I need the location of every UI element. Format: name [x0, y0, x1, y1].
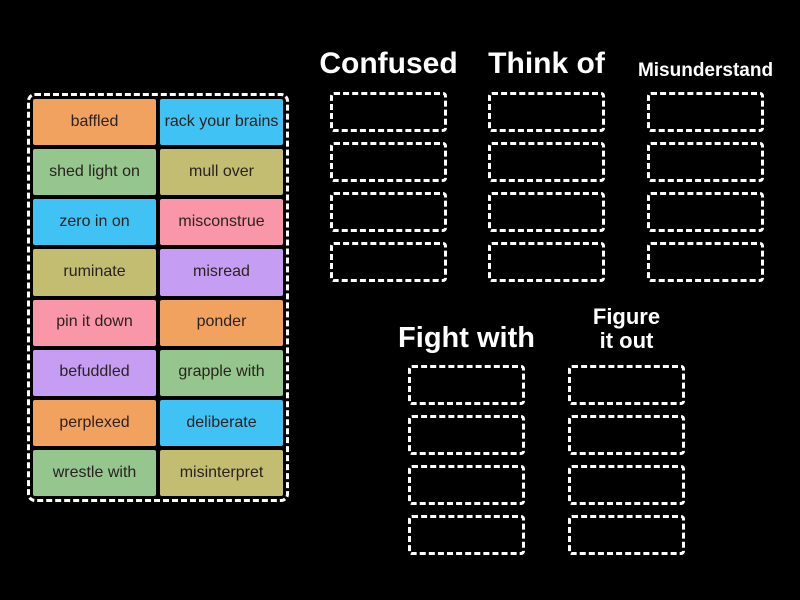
drop-slot[interactable]	[568, 465, 685, 505]
drop-slot[interactable]	[408, 515, 525, 555]
category-label: Figure it out	[592, 303, 661, 354]
word-tile[interactable]: wrestle with	[33, 449, 156, 496]
category-figure-it-out: Figure it out	[568, 304, 685, 555]
word-tile[interactable]: ponder	[160, 299, 283, 346]
slot-list	[488, 92, 605, 282]
category-fight-with: Fight with	[398, 322, 535, 555]
slot-list	[647, 92, 764, 282]
word-tile[interactable]: befuddled	[33, 349, 156, 396]
drop-slot[interactable]	[330, 242, 447, 282]
word-tile[interactable]: deliberate	[160, 399, 283, 446]
drop-slot[interactable]	[647, 242, 764, 282]
drop-slot[interactable]	[330, 142, 447, 182]
drop-slot[interactable]	[488, 92, 605, 132]
word-tile[interactable]: shed light on	[33, 149, 156, 196]
category-label: Fight with	[398, 321, 535, 354]
slot-list	[330, 92, 447, 282]
drop-slot[interactable]	[647, 142, 764, 182]
word-tile[interactable]: baffled	[33, 99, 156, 146]
word-tile[interactable]: misinterpret	[160, 449, 283, 496]
category-label: Think of	[488, 47, 605, 81]
drop-slot[interactable]	[647, 192, 764, 232]
drop-slot[interactable]	[488, 242, 605, 282]
word-tile[interactable]: zero in on	[33, 199, 156, 246]
category-label: Misunderstand	[637, 59, 774, 81]
category-misunderstand: Misunderstand	[638, 60, 773, 282]
drop-slot[interactable]	[408, 365, 525, 405]
drop-slot[interactable]	[330, 92, 447, 132]
word-tile[interactable]: rack your brains	[160, 99, 283, 146]
slot-list	[408, 365, 525, 555]
word-tile[interactable]: mull over	[160, 149, 283, 196]
category-think-of: Think of	[488, 47, 605, 282]
drop-slot[interactable]	[408, 415, 525, 455]
drop-slot[interactable]	[488, 192, 605, 232]
drop-slot[interactable]	[488, 142, 605, 182]
drop-slot[interactable]	[568, 365, 685, 405]
word-tile[interactable]: misconstrue	[160, 199, 283, 246]
category-confused: Confused	[319, 47, 458, 282]
word-tile[interactable]: grapple with	[160, 349, 283, 396]
drop-slot[interactable]	[330, 192, 447, 232]
word-tile[interactable]: ruminate	[33, 249, 156, 296]
word-tile[interactable]: perplexed	[33, 399, 156, 446]
word-tile[interactable]: misread	[160, 249, 283, 296]
drop-slot[interactable]	[568, 415, 685, 455]
category-label: Confused	[319, 47, 458, 81]
word-tile[interactable]: pin it down	[33, 299, 156, 346]
slot-list	[568, 365, 685, 555]
drop-slot[interactable]	[568, 515, 685, 555]
drop-slot[interactable]	[647, 92, 764, 132]
drop-slot[interactable]	[408, 465, 525, 505]
